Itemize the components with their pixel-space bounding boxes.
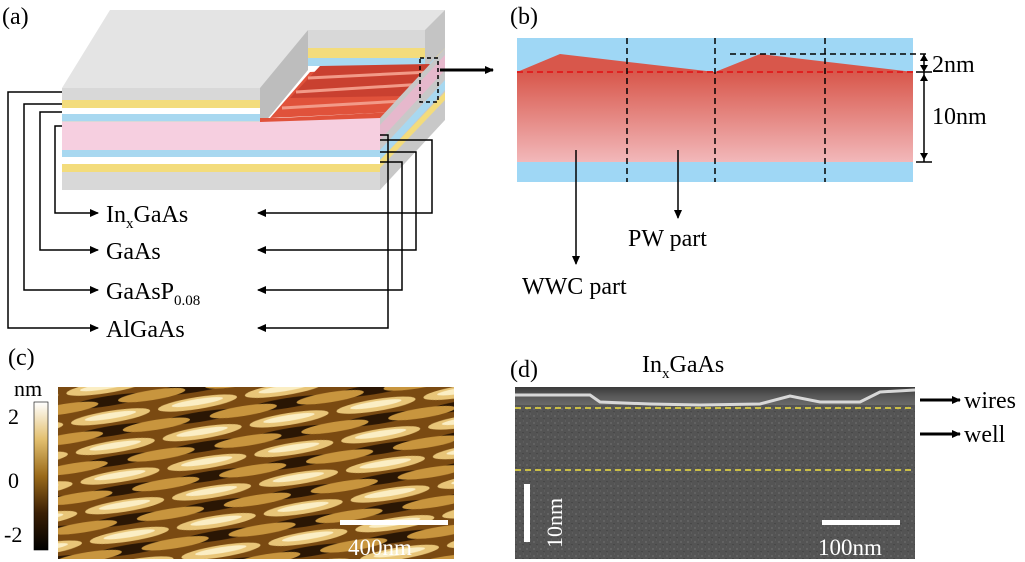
scalebar-v-label: 10nm	[542, 498, 567, 548]
upper-layer-stack	[62, 10, 445, 128]
panel-a: (a)	[2, 4, 494, 343]
wires-label: wires	[964, 388, 1016, 414]
colorbar	[33, 401, 49, 551]
zoom-region-box	[419, 57, 439, 103]
panel-d-label: (d)	[510, 357, 538, 383]
wire-ridge-1	[517, 54, 715, 72]
legend-inxgaas: InxGaAs	[106, 202, 188, 232]
legend-algaas: AlGaAs	[106, 317, 185, 343]
dim-10nm: 10nm	[932, 104, 987, 130]
scalebar-c	[340, 520, 448, 525]
panel-d-title: InxGaAs	[642, 352, 724, 382]
quantum-well	[517, 72, 913, 162]
pw-part-label: PW part	[628, 226, 707, 252]
left-leaders	[7, 91, 99, 332]
colorbar-tick-2: 2	[8, 404, 19, 429]
colorbar-tick-0: 0	[8, 468, 19, 493]
wire-surface	[515, 388, 916, 407]
dim-2nm: 2nm	[932, 52, 975, 78]
legend-gaas: GaAs	[106, 239, 161, 265]
wwc-part-label: WWC part	[522, 274, 627, 300]
panel-a-label: (a)	[2, 4, 29, 30]
right-leaders	[257, 134, 433, 332]
wire-ridge-2	[715, 54, 913, 72]
panel-d: (d) InxGaAs wires well 10nm 100nm	[510, 352, 1016, 560]
scalebar-d-label: 100nm	[818, 535, 882, 560]
well-label: well	[964, 422, 1006, 448]
lower-layer-stack	[62, 48, 445, 190]
colorbar-tick-neg2: -2	[4, 522, 22, 547]
panel-c-label: (c)	[8, 345, 35, 371]
panel-b: (b) 2nm 10nm PW part WWC part	[510, 4, 987, 300]
afm-image	[58, 387, 454, 559]
panel-b-label: (b)	[510, 4, 538, 30]
scalebar-v	[524, 484, 530, 542]
scalebar-c-label: 400nm	[348, 535, 412, 560]
legend-gaasp: GaAsP0.08	[106, 279, 200, 309]
panel-c: (c) nm 2 0 -2 400nm	[4, 345, 454, 560]
colorbar-unit: nm	[14, 376, 42, 401]
scalebar-d	[822, 520, 900, 525]
